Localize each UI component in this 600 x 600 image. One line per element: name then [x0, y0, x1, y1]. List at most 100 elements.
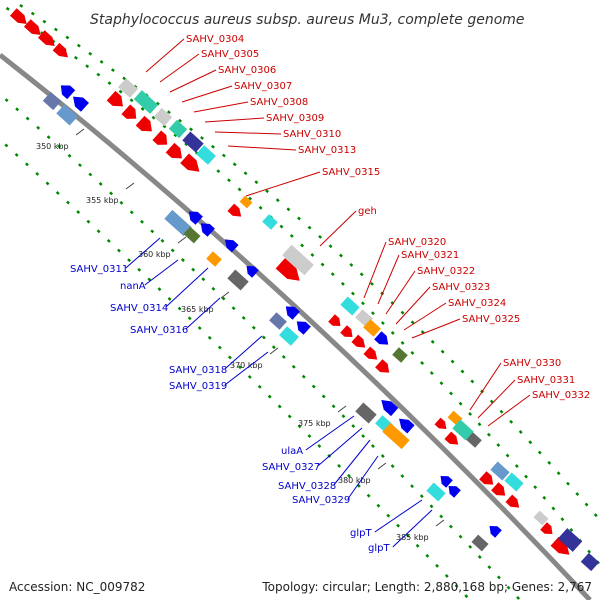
gene-box: [490, 461, 510, 481]
gene-label: SAHV_0304: [186, 34, 244, 45]
leader-line: [145, 38, 185, 73]
tick-mark: [220, 291, 230, 299]
gene-box: [279, 326, 299, 346]
map-title: Staphylococcus aureus subsp. aureus Mu3,…: [90, 12, 525, 28]
leader-line: [305, 415, 355, 451]
gene-box: [168, 119, 188, 139]
genome-backbone: [0, 53, 592, 600]
leader-line: [214, 131, 282, 135]
gene-arrow: [479, 471, 494, 485]
gene-label: glpT: [368, 543, 390, 554]
gene-arrow: [444, 431, 459, 445]
leader-line: [193, 101, 249, 113]
tick-label: 360 kbp: [138, 250, 171, 259]
leader-line: [395, 286, 431, 325]
gene-arrow: [275, 258, 300, 281]
label-leader-lines: [125, 38, 531, 548]
gene-arrow: [165, 142, 182, 159]
gene-label: SAHV_0311: [70, 264, 128, 275]
gene-label: SAHV_0309: [266, 113, 324, 124]
gene-box: [392, 347, 408, 363]
gene-arrow: [363, 346, 378, 360]
gene-box: [557, 528, 583, 552]
gene-arrow: [106, 90, 123, 107]
gene-box: [355, 402, 377, 424]
gene-box: [262, 214, 278, 230]
gene-arrow: [52, 42, 68, 58]
gene-arrow: [491, 482, 506, 496]
gene-arrow: [328, 314, 341, 327]
gene-label: glpT: [350, 528, 372, 539]
gene-box: [504, 472, 524, 492]
leader-line: [224, 351, 269, 386]
gene-arrow: [550, 536, 570, 555]
leader-line: [319, 210, 357, 247]
gene-box: [118, 78, 138, 98]
tick-mark: [435, 519, 445, 527]
tick-mark: [75, 128, 85, 136]
leader-line: [185, 297, 221, 330]
gene-label: SAHV_0321: [401, 250, 459, 261]
gene-box: [182, 131, 204, 153]
tick-label: 375 kbp: [298, 419, 331, 428]
gene-label: ulaA: [281, 446, 303, 457]
leader-line: [165, 267, 209, 308]
gene-arrow: [188, 211, 203, 225]
leader-line: [374, 499, 423, 533]
gene-label: SAHV_0329: [292, 495, 350, 506]
tick-mark: [125, 182, 135, 190]
guide-inner: [0, 92, 521, 600]
gene-label: SAHV_0325: [462, 314, 520, 325]
gene-arrow: [375, 359, 390, 373]
gene-box: [533, 510, 549, 526]
gene-label: SAHV_0318: [169, 365, 227, 376]
leader-line: [487, 394, 531, 427]
topology-text: Topology: circular; Length: 2,880,168 bp…: [262, 580, 592, 594]
gene-arrow: [227, 203, 242, 217]
gene-arrow: [60, 85, 76, 100]
gene-label: SAHV_0313: [298, 145, 356, 156]
gene-box: [206, 251, 222, 267]
tick-mark: [337, 405, 347, 413]
gene-arrow: [340, 325, 353, 338]
gene-arrow: [180, 153, 200, 172]
gene-label: SAHV_0320: [388, 237, 446, 248]
leader-line: [411, 318, 461, 339]
gene-arrow: [23, 19, 41, 36]
leader-line: [385, 270, 416, 315]
gene-box: [196, 145, 216, 165]
leader-line: [469, 362, 502, 411]
gene-box: [133, 90, 159, 114]
gene-box: [471, 534, 489, 552]
tick-label: 380 kbp: [338, 476, 371, 485]
gene-box: [239, 195, 253, 209]
leader-line: [181, 85, 233, 103]
gene-box: [466, 432, 482, 448]
gene-labels: SAHV_0304SAHV_0305SAHV_0306SAHV_0307SAHV…: [70, 34, 590, 554]
gene-arrow: [448, 485, 461, 498]
gene-label: SAHV_0308: [250, 97, 308, 108]
gene-box: [282, 244, 314, 276]
gene-label: SAHV_0316: [130, 325, 188, 336]
leader-line: [245, 171, 321, 197]
gene-label: SAHV_0328: [278, 481, 336, 492]
gene-box: [164, 209, 192, 237]
gene-box: [340, 296, 360, 316]
tick-label: 365 kbp: [181, 305, 214, 314]
tick-label: 355 kbp: [86, 196, 119, 205]
gene-label: SAHV_0307: [234, 81, 292, 92]
leader-line: [392, 509, 433, 548]
gene-arrow: [399, 418, 415, 434]
gene-features: [9, 8, 600, 572]
gene-label: SAHV_0306: [218, 65, 276, 76]
gene-box: [452, 419, 474, 441]
gene-arrow: [246, 265, 259, 278]
gene-label: SAHV_0323: [432, 282, 490, 293]
gene-arrow: [489, 525, 502, 538]
leader-line: [204, 117, 265, 123]
gene-arrow: [381, 399, 399, 417]
gene-arrow: [37, 30, 55, 47]
gene-label: SAHV_0332: [532, 390, 590, 401]
gene-arrow: [296, 321, 311, 335]
